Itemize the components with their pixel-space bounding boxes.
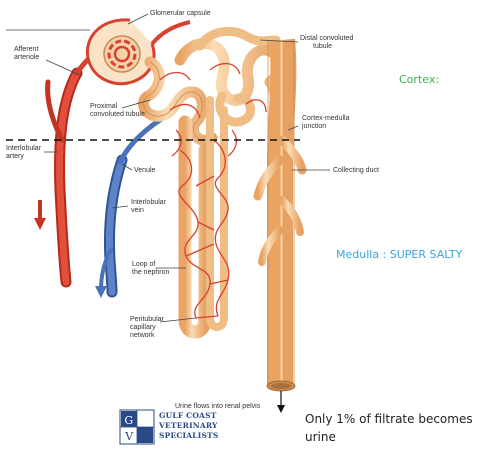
label-proximal-tubule-line2: convoluted tubule [90,111,145,118]
logo-line1: GULF COAST [159,411,217,420]
label-loop-line1: Loop of [132,261,155,268]
gcvs-logo: GC VS GULF COAST VETERINARY SPECIALISTS [120,410,218,444]
annotation-filtrate-line1: Only 1% of filtrate becomes [305,412,473,426]
logo-line2: VETERINARY [158,421,218,430]
label-venule: Venule [134,167,156,174]
label-loop-line2: the nephron [132,269,169,276]
annotation-medulla: Medulla : SUPER SALTY [336,248,463,261]
label-afferent-arteriole-line1: Afferent [14,46,38,53]
label-interlobular-vein-line2: vein [131,207,144,214]
logo-letters-top: GC [124,414,149,427]
label-peritubular-line1: Peritubular [130,316,165,323]
label-distal-tubule-line2: tubule [313,43,332,50]
label-proximal-tubule-line1: Proximal [90,103,118,110]
label-peritubular-line3: network [130,332,155,339]
label-distal-tubule-line1: Distal convoluted [300,35,353,42]
label-urine-flows: Urine flows into renal pelvis [175,403,261,410]
interlobular-artery [34,44,108,282]
collecting-duct [258,40,302,391]
label-glomerular-capsule: Glomerular capsule [150,10,211,17]
logo-line3: SPECIALISTS [159,431,218,440]
label-peritubular-line2: capillary [130,324,156,331]
label-collecting-duct: Collecting duct [333,167,379,174]
annotation-filtrate-line2: urine [305,430,336,444]
label-cortex-medulla-line2: junction [301,123,326,130]
label-interlobular-vein-line1: Interlobular [131,199,167,206]
annotation-cortex: Cortex: [399,73,439,86]
glomerular-capsule [87,20,190,84]
logo-letters-bottom: VS [124,430,148,443]
label-afferent-arteriole-line2: arteriole [14,54,39,61]
label-interlobular-artery-line1: Interlobular [6,145,42,152]
label-cortex-medulla-line1: Cortex-medulla [302,115,350,122]
urine-flow-arrow [277,391,285,413]
label-interlobular-artery-line2: artery [6,153,24,160]
annotation-filtrate: Only 1% of filtrate becomes urine [305,412,473,444]
